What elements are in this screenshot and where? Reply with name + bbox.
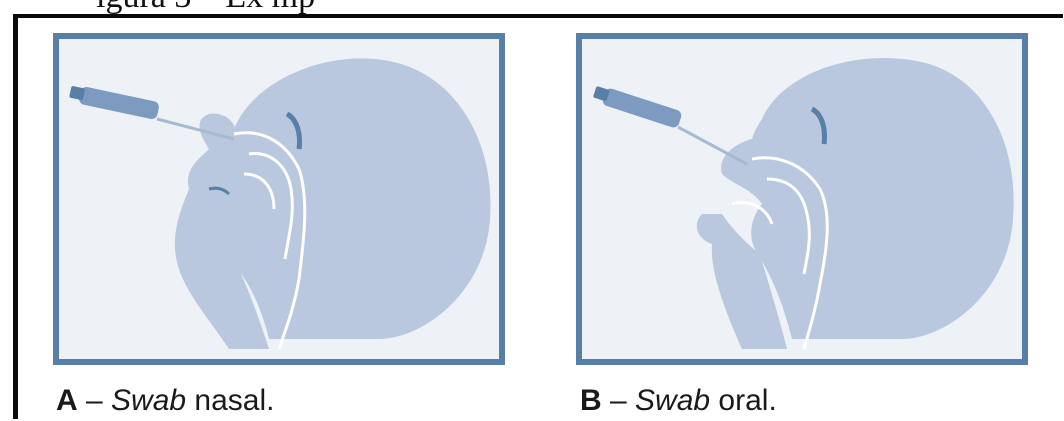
caption-dash: – xyxy=(602,384,635,417)
oral-swab-drawing xyxy=(582,39,1022,359)
nasal-swab-drawing xyxy=(59,39,499,359)
head-silhouette xyxy=(175,58,491,349)
caption-type: nasal. xyxy=(186,384,274,417)
caption-type: oral. xyxy=(710,384,777,417)
oral-swab-illustration xyxy=(576,33,1028,365)
caption-letter: B xyxy=(580,384,602,417)
caption-swab-word: Swab xyxy=(635,384,710,417)
figure-frame: A – Swab nasal. B – Swab oral. xyxy=(13,14,1063,419)
caption-oral: B – Swab oral. xyxy=(580,384,777,418)
caption-swab-word: Swab xyxy=(111,384,186,417)
caption-letter: A xyxy=(56,384,78,417)
swab-icon xyxy=(593,86,747,164)
cut-off-caption-text: igura 3 – Ex mp xyxy=(96,0,315,14)
caption-nasal: A – Swab nasal. xyxy=(56,384,274,418)
caption-dash: – xyxy=(78,384,111,417)
nasal-swab-illustration xyxy=(53,33,505,365)
